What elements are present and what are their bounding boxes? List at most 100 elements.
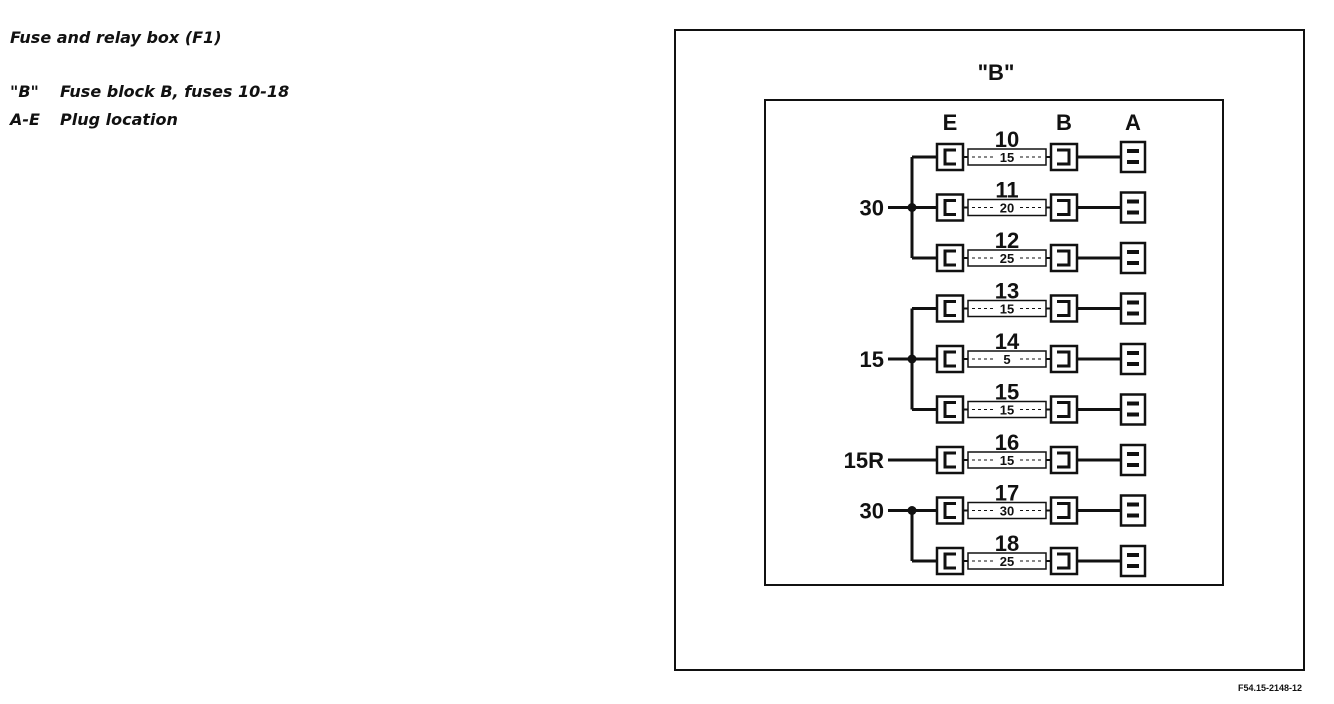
plug-b-contact [1057,199,1071,216]
plug-a-pin [1127,401,1139,406]
plug-a [1119,140,1147,174]
fuse-rating-bg [994,554,1020,568]
plug-b [1049,395,1079,424]
plug-a-pin [1127,210,1139,215]
plug-b [1049,344,1079,374]
fuse-number: 16 [995,430,1019,455]
plug-e-contact [943,451,956,469]
plug-e [935,294,965,323]
supply-buses: 30 15 15R 30 [844,155,937,563]
plug-a-pin [1127,250,1139,254]
inner-frame [764,99,1224,586]
column-label-a: A [1125,110,1141,135]
fuse-rating: 15 [1000,150,1014,165]
plug-a-pin [1127,300,1139,305]
supply-label: 15R [844,448,884,473]
plug-e [935,395,965,424]
plug-b [1049,243,1079,273]
supply-group: 30 [860,499,937,563]
supply-label: 30 [860,196,884,221]
fuse-rating-bg [994,200,1020,215]
plug-a-pin [1127,412,1139,417]
supply-group: 30 [860,155,937,260]
plug-a [1119,292,1147,325]
plug-b-contact [1057,552,1071,570]
plug-b [1049,546,1079,576]
plug-e [935,193,965,222]
plug-a-pin [1127,261,1139,265]
fuse-rating: 15 [1000,302,1014,317]
fuse-rating: 25 [1000,251,1014,266]
plug-e-contact [943,249,956,267]
supply-group: 15R [844,448,937,473]
plug-a [1119,494,1147,527]
fuse-number: 11 [995,178,1018,203]
legend-title: Fuse and relay box (F1) [10,28,222,47]
plug-a-pin [1127,553,1139,557]
plug-a-pin [1127,452,1139,456]
fuse-rating: 20 [1000,201,1014,216]
fuse-rating-bg [994,352,1020,366]
fuse-rating: 30 [1000,504,1014,519]
plug-a [1119,191,1147,224]
plug-e-contact [943,300,956,317]
junction-dot [907,506,917,515]
fuse-number: 17 [995,481,1019,506]
fuse-number: 18 [995,531,1019,556]
supply-label: 15 [860,347,884,372]
legend-key: "B" [10,81,39,101]
column-label-b: B [1056,110,1072,135]
plug-a [1119,342,1147,376]
legend-text: Fuse block B, fuses 10-18 [60,81,290,101]
plug-a [1119,241,1147,275]
fuse-rating-bg [994,301,1020,316]
plug-b-contact [1057,451,1071,469]
plug-e [935,445,965,475]
fuse-rating: 5 [1003,352,1010,367]
outer-frame [674,29,1305,671]
plug-b-contact [1057,300,1071,317]
plug-a [1119,544,1147,578]
plug-e [935,546,965,576]
plug-e [935,496,965,525]
fuse-rating: 25 [1000,554,1014,569]
fuse-number: 12 [995,228,1019,253]
legend-key: A-E [10,109,40,129]
legend: Fuse and relay box (F1) "B" Fuse block B… [10,28,289,133]
plug-b-contact [1057,249,1071,267]
plug-b [1049,496,1079,525]
plug-e-contact [943,199,956,216]
plug-b [1049,294,1079,323]
plug-a [1119,393,1147,426]
figure-reference: F54.15-2148-12 [1237,683,1302,693]
fuse-rating-bg [994,402,1020,417]
plug-e [935,142,965,172]
plug-a-pin [1127,513,1139,518]
plug-b [1049,142,1079,172]
plug-b [1049,445,1079,475]
fuse-number: 10 [995,127,1019,152]
fuse-number: 15 [995,380,1019,405]
fuse-rating: 15 [1000,403,1014,418]
plug-e-contact [943,350,956,368]
plug-a-pin [1127,311,1139,316]
plug-e-contact [943,148,956,166]
plug-a-pin [1127,564,1139,568]
fuse-rating: 15 [1000,453,1014,468]
supply-label: 30 [860,499,884,524]
fuse-rating-bg [994,251,1020,265]
plug-b-contact [1057,401,1071,418]
junction-dot [907,203,917,212]
plug-a [1119,443,1147,477]
plug-b [1049,193,1079,222]
legend-text: Plug location [60,109,178,129]
fuse-rating-bg [994,453,1020,467]
